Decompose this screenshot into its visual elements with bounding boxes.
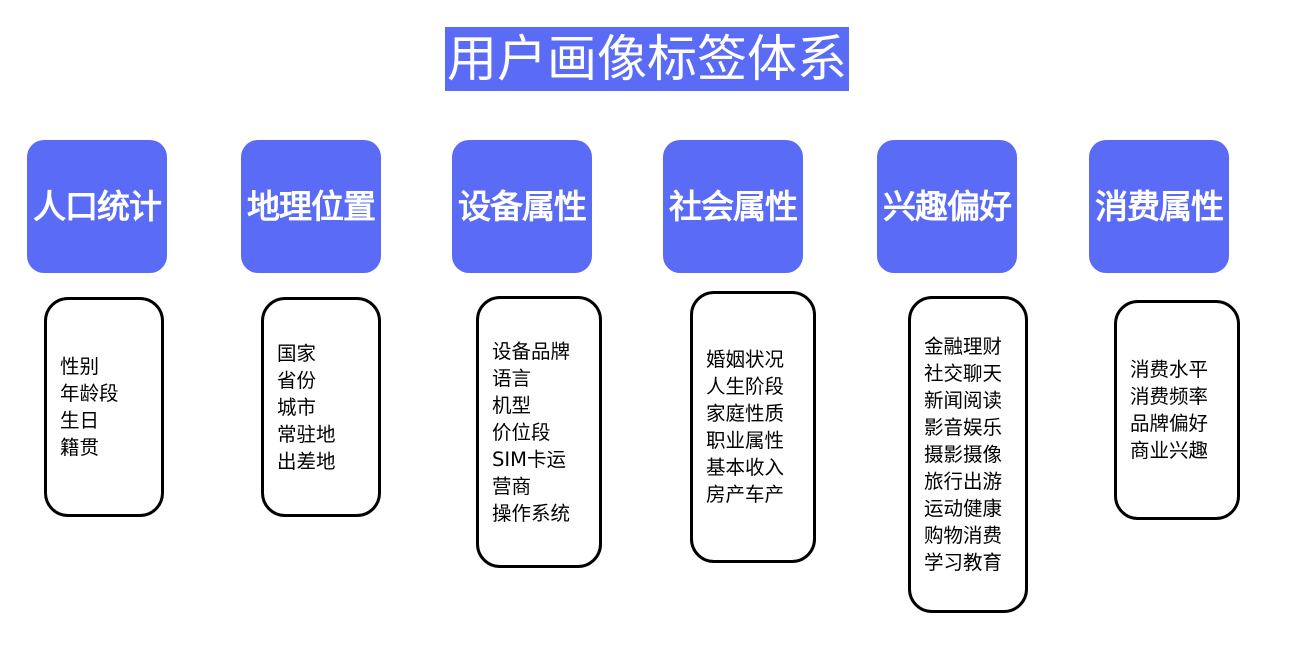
list-item: 购物消费 <box>924 524 1003 547</box>
list-item: 价位段 <box>492 420 551 444</box>
list-item: 性别 <box>60 355 100 378</box>
category-header-card-3[interactable]: 社会属性 <box>663 140 803 273</box>
page-title: 用户画像标签体系 <box>447 30 847 88</box>
list-item: 设备品牌 <box>492 339 571 363</box>
list-item: 新闻阅读 <box>924 389 1003 412</box>
list-item: 金融理财 <box>924 335 1003 358</box>
list-item: 商业兴趣 <box>1130 439 1209 462</box>
attribute-list-box-1[interactable]: 国家 省份 城市 常驻地 出差地 <box>261 297 381 517</box>
list-item: 房产车产 <box>706 483 785 506</box>
attribute-list-1: 国家 省份 城市 常驻地 出差地 <box>264 340 342 475</box>
category-header-card-1[interactable]: 地理位置 <box>241 140 381 273</box>
list-item: 消费水平 <box>1130 358 1209 381</box>
list-item: 摄影摄像 <box>924 443 1003 466</box>
list-item: 运动健康 <box>924 497 1003 520</box>
list-item: 社交聊天 <box>924 362 1003 385</box>
category-header-label-0: 人口统计 <box>33 187 162 226</box>
category-header-label-3: 社会属性 <box>669 187 798 226</box>
attribute-list-2: 设备品牌 语言 机型 价位段 SIM卡运 营商 操作系统 <box>479 338 576 527</box>
list-item: 省份 <box>277 368 317 392</box>
list-item: 生日 <box>60 409 100 432</box>
attribute-list-4: 金融理财 社交聊天 新闻阅读 影音娱乐 摄影摄像 旅行出游 运动健康 购物消费 … <box>911 333 1008 576</box>
list-item: 基本收入 <box>706 456 785 479</box>
diagram-title-banner: 用户画像标签体系 <box>445 27 849 91</box>
attribute-list-box-0[interactable]: 性别 年龄段 生日 籍贯 <box>44 297 164 517</box>
list-item: 学习教育 <box>924 551 1003 574</box>
category-column-renkou-tongji: 人口统计 性别 年龄段 生日 籍贯 <box>27 140 167 517</box>
attribute-list-3: 婚姻状况 人生阶段 家庭性质 职业属性 基本收入 房产车产 <box>693 346 790 508</box>
list-item: 语言 <box>492 366 532 390</box>
list-item: 年龄段 <box>60 382 119 405</box>
list-item: 操作系统 <box>492 501 571 525</box>
category-header-card-5[interactable]: 消费属性 <box>1089 140 1229 273</box>
list-item: SIM卡运 <box>492 447 566 471</box>
attribute-list-box-2[interactable]: 设备品牌 语言 机型 价位段 SIM卡运 营商 操作系统 <box>476 296 602 568</box>
list-item: 人生阶段 <box>706 375 785 398</box>
category-column-dili-weizhi: 地理位置 国家 省份 城市 常驻地 出差地 <box>241 140 381 517</box>
category-header-label-2: 设备属性 <box>458 187 587 226</box>
category-column-xingqu-pianhao: 兴趣偏好 金融理财 社交聊天 新闻阅读 影音娱乐 摄影摄像 旅行出游 运动健康 … <box>877 140 1028 613</box>
list-item: 品牌偏好 <box>1130 412 1209 435</box>
category-header-label-4: 兴趣偏好 <box>883 187 1012 226</box>
list-item: 消费频率 <box>1130 385 1209 408</box>
attribute-list-box-4[interactable]: 金融理财 社交聊天 新闻阅读 影音娱乐 摄影摄像 旅行出游 运动健康 购物消费 … <box>908 296 1028 613</box>
list-item: 出差地 <box>277 449 336 473</box>
list-item: 旅行出游 <box>924 470 1003 493</box>
attribute-list-0: 性别 年龄段 生日 籍贯 <box>47 353 125 461</box>
category-header-card-4[interactable]: 兴趣偏好 <box>877 140 1017 273</box>
category-column-shebei-shuxing: 设备属性 设备品牌 语言 机型 价位段 SIM卡运 营商 操作系统 <box>452 140 602 568</box>
category-header-card-2[interactable]: 设备属性 <box>452 140 592 273</box>
attribute-list-5: 消费水平 消费频率 品牌偏好 商业兴趣 <box>1117 356 1214 464</box>
category-header-label-5: 消费属性 <box>1095 187 1224 226</box>
category-header-card-0[interactable]: 人口统计 <box>27 140 167 273</box>
category-column-shehui-shuxing: 社会属性 婚姻状况 人生阶段 家庭性质 职业属性 基本收入 房产车产 <box>663 140 816 563</box>
category-column-xiaofei-shuxing: 消费属性 消费水平 消费频率 品牌偏好 商业兴趣 <box>1089 140 1240 520</box>
list-item: 婚姻状况 <box>706 348 785 371</box>
list-item: 机型 <box>492 393 532 417</box>
category-header-label-1: 地理位置 <box>247 187 376 226</box>
list-item: 常驻地 <box>277 422 336 446</box>
list-item: 国家 <box>277 341 317 365</box>
attribute-list-box-5[interactable]: 消费水平 消费频率 品牌偏好 商业兴趣 <box>1114 300 1240 520</box>
list-item: 城市 <box>277 395 317 419</box>
list-item: 影音娱乐 <box>924 416 1003 439</box>
attribute-list-box-3[interactable]: 婚姻状况 人生阶段 家庭性质 职业属性 基本收入 房产车产 <box>690 291 816 563</box>
list-item: 营商 <box>492 474 532 498</box>
list-item: 家庭性质 <box>706 402 785 425</box>
list-item: 职业属性 <box>706 429 785 452</box>
list-item: 籍贯 <box>60 436 100 459</box>
